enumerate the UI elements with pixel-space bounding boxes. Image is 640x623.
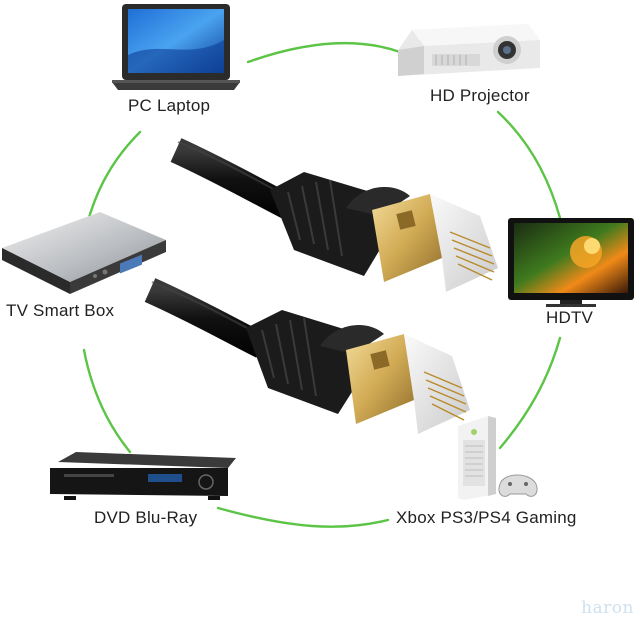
ring-segment-bottom-left bbox=[82, 348, 132, 454]
dvd-player-image bbox=[50, 452, 236, 500]
ring-segment-right bbox=[498, 336, 562, 450]
watermark: haron bbox=[581, 598, 634, 618]
gaming-console-image bbox=[458, 416, 538, 500]
ethernet-cable-lower bbox=[144, 278, 470, 434]
ring-segment-top-right bbox=[496, 110, 562, 220]
ring-segment-top bbox=[246, 41, 402, 64]
label-tv-smart-box: TV Smart Box bbox=[6, 301, 115, 320]
ring-segment-bottom bbox=[216, 506, 390, 528]
label-dvd-blu-ray: DVD Blu-Ray bbox=[94, 508, 198, 527]
laptop-image bbox=[112, 4, 240, 90]
hdtv-image bbox=[508, 218, 634, 307]
tv-box-image bbox=[2, 212, 166, 294]
label-gaming: Xbox PS3/PS4 Gaming bbox=[396, 508, 577, 527]
projector-image bbox=[398, 24, 540, 76]
label-hd-projector: HD Projector bbox=[430, 86, 530, 105]
ethernet-cable-upper bbox=[170, 138, 498, 292]
label-hdtv: HDTV bbox=[546, 308, 594, 327]
label-pc-laptop: PC Laptop bbox=[128, 96, 211, 115]
ring-segment-left bbox=[84, 130, 142, 230]
